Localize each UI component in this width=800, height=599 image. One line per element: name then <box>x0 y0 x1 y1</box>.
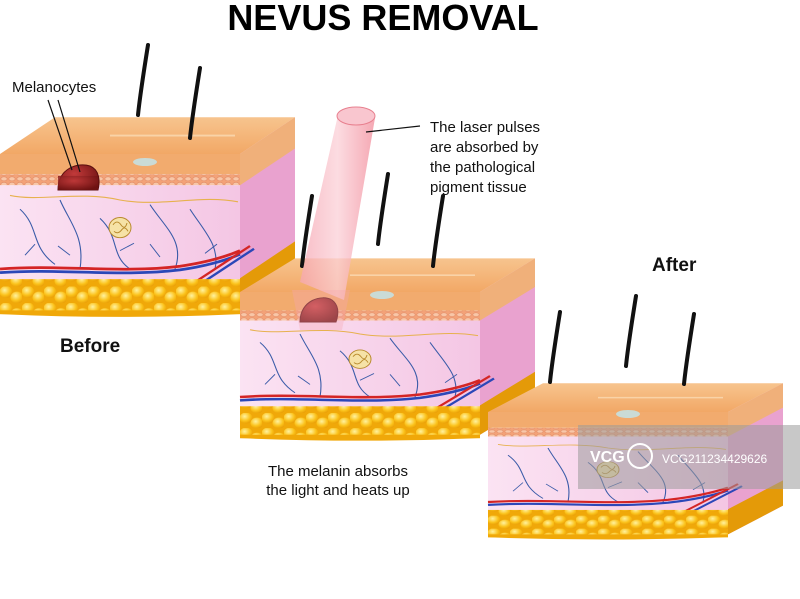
label-before: Before <box>60 336 120 357</box>
watermark: VCG VCG211234429626 <box>578 425 800 489</box>
pore-before <box>133 158 157 166</box>
laser-pointer <box>365 125 421 133</box>
pore-laser <box>370 291 394 299</box>
hair-before-1 <box>136 43 150 117</box>
hair-after-3 <box>682 312 696 386</box>
label-laser-line4: pigment tissue <box>430 179 527 196</box>
nevus-before <box>57 164 100 191</box>
label-after: After <box>652 255 697 276</box>
melanocytes-pointer <box>47 99 81 173</box>
label-melanocytes: Melanocytes <box>12 79 96 96</box>
watermark-logo-icon <box>627 443 653 469</box>
label-melanin-line2: the light and heats up <box>266 482 409 499</box>
watermark-text: VCG211234429626 <box>662 452 768 466</box>
label-laser-line3: the pathological <box>430 159 535 176</box>
laser-beam <box>292 106 376 330</box>
label-melanin-line1: The melanin absorbs <box>268 463 408 480</box>
watermark-logo: VCG <box>590 449 625 466</box>
hair-after-2 <box>624 294 638 368</box>
label-laser-line2: are absorbed by <box>430 139 539 156</box>
hair-laser-2 <box>376 172 390 246</box>
hair-after-1 <box>548 310 562 384</box>
nevus-laser <box>299 297 339 323</box>
label-laser-line1: The laser pulses <box>430 119 540 136</box>
page-title: NEVUS REMOVAL <box>227 0 538 38</box>
pore-after <box>616 410 640 418</box>
hair-laser-3 <box>431 194 445 268</box>
